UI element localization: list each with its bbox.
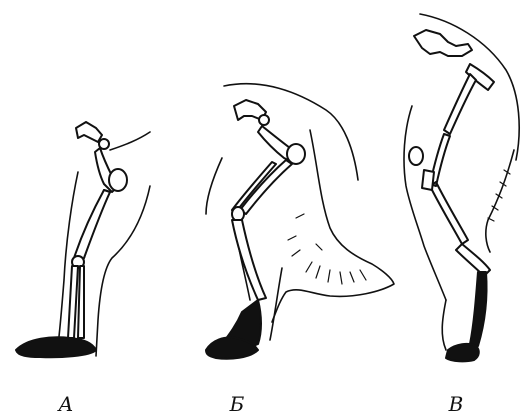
limb-a-paw (16, 337, 96, 357)
limb-c-elbow (409, 147, 423, 165)
limb-b-elbow (287, 144, 305, 164)
limb-a-metacarpals (68, 266, 84, 338)
limb-a-elbow (109, 169, 127, 191)
limb-b (206, 84, 394, 359)
label-c: В (449, 392, 464, 416)
label-b: Б (230, 392, 245, 416)
limb-a-scapula (76, 122, 102, 142)
limb-a-body-outline (110, 132, 150, 150)
limb-b-fur-texture (288, 214, 366, 284)
limb-a-ulna (74, 190, 110, 262)
limb-b-metacarpals (232, 220, 266, 300)
limb-a-rear-outline (96, 186, 150, 356)
limb-c-pastern (470, 272, 487, 346)
limb-c-radius (430, 134, 468, 244)
limb-a (16, 122, 150, 357)
limb-c-rear-outline (486, 150, 514, 252)
limb-c (404, 14, 519, 361)
limb-c-ulna (422, 170, 434, 190)
limb-c-hoof (446, 344, 479, 361)
limb-c-humerus (444, 74, 476, 134)
limb-b-wrist (232, 207, 244, 221)
label-a: А (58, 392, 73, 416)
limb-c-heel-outline (442, 300, 446, 350)
limb-b-front-outline (206, 158, 222, 214)
limb-c-scapula (414, 30, 472, 56)
limb-b-shoulder-joint (259, 115, 269, 125)
